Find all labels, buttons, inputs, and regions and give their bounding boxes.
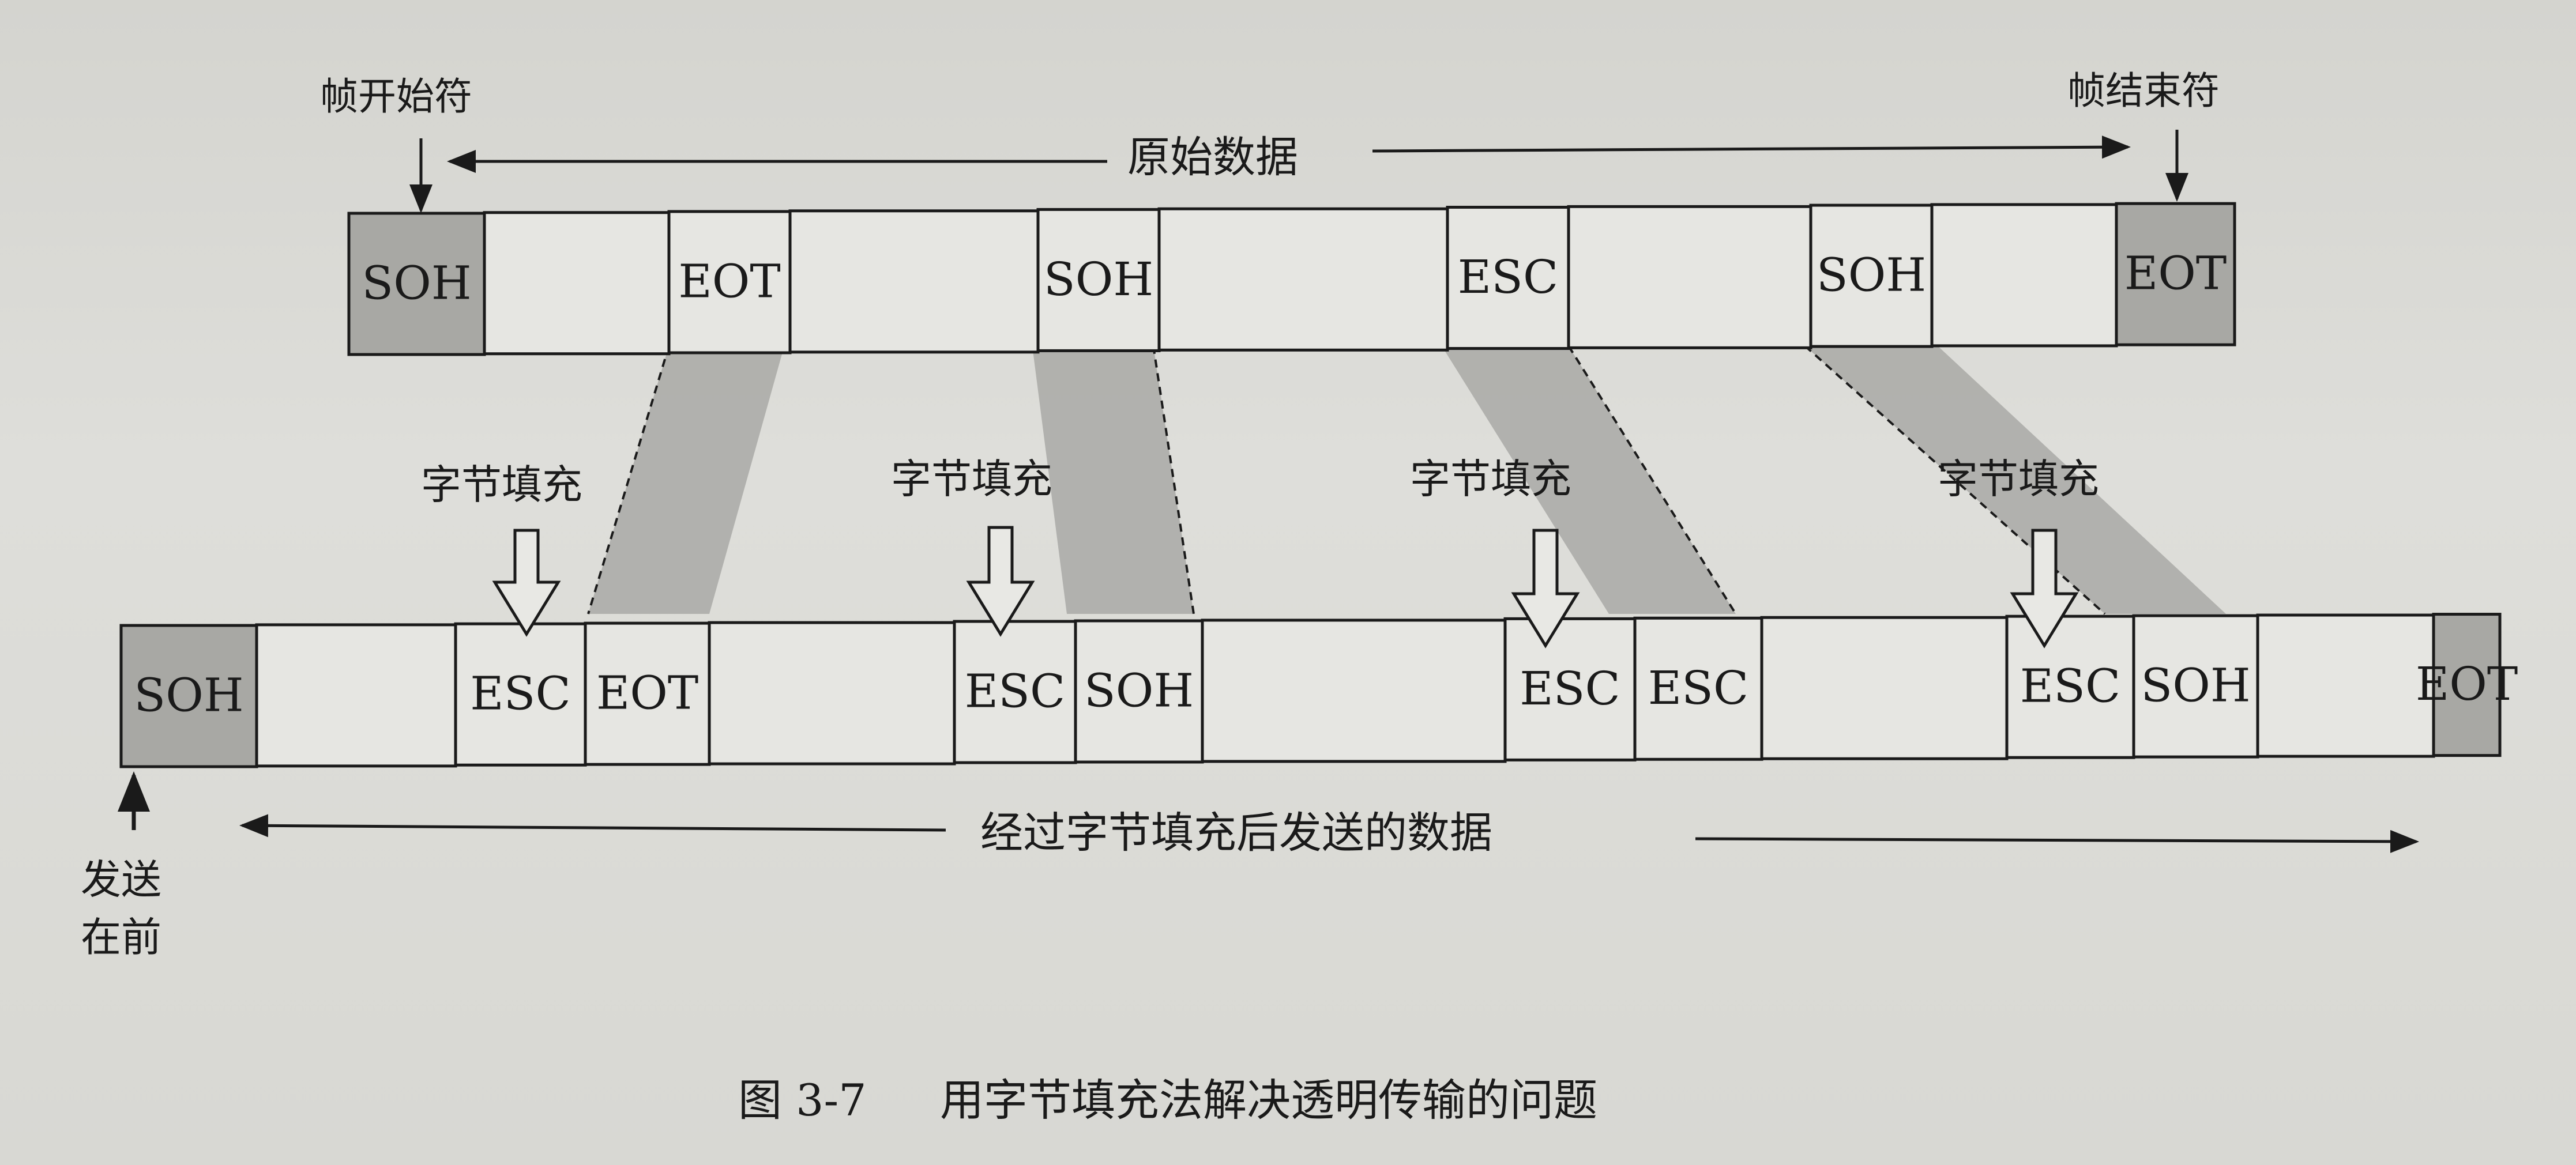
down-arrow-icon xyxy=(1511,529,1580,649)
top_frame-cell-label: EOT xyxy=(678,254,780,308)
sent-data-arrow-right xyxy=(1695,830,2419,853)
top_frame-cell-label: SOH xyxy=(1817,248,1926,302)
bottom_frame-cell xyxy=(454,622,587,767)
figure-number: 图 3-7 xyxy=(738,1074,867,1126)
bottom_frame-start-cell xyxy=(119,624,258,768)
bottom_frame-cell-label: ESC xyxy=(2020,659,2120,713)
original-data-label: 原始数据 xyxy=(1127,133,1298,182)
top_frame-cell xyxy=(667,210,792,355)
bottom_frame-cell-label: ESC xyxy=(470,667,570,721)
band-esc xyxy=(1442,346,1736,614)
figure-title: 用字节填充法解决透明传输的问题 xyxy=(940,1074,1597,1126)
original-frame: SOH EOT SOH ESC SOH EOT xyxy=(347,202,2236,356)
frame-start-label: 帧开始符 xyxy=(320,74,472,119)
bottom_frame-cell-label: ESC xyxy=(1520,662,1620,715)
bottom_frame-cell xyxy=(255,623,457,768)
byte-stuffing-label-4: 字节填充 xyxy=(1938,455,2099,503)
down-arrow-icon xyxy=(492,529,561,637)
band-esc-edge xyxy=(1567,345,1737,615)
bottom_frame-cell-label: SOH xyxy=(2141,659,2250,712)
down-arrow-icon xyxy=(966,526,1035,637)
send-first-label-line2: 在前 xyxy=(81,914,161,961)
byte-stuffing-label-3: 字节填充 xyxy=(1410,455,1571,503)
send-first-label-line1: 发送 xyxy=(81,856,161,903)
top_frame-end-cell xyxy=(2115,202,2236,346)
top_frame-cell-label: SOH xyxy=(1044,252,1153,306)
top_frame-cell-label: EOT xyxy=(2124,247,2227,300)
bottom_frame-cell xyxy=(953,620,1077,764)
bottom_frame-cell xyxy=(1201,619,1507,763)
bottom_frame-cell xyxy=(1074,619,1204,764)
byte-stuffing-label-2: 字节填充 xyxy=(891,455,1052,503)
top_frame-cell xyxy=(1157,207,1449,352)
top_frame-cell xyxy=(1809,203,1934,348)
bottom_frame-cell xyxy=(708,621,956,766)
top_frame-cell-label: ESC xyxy=(1458,250,1558,304)
top_frame-start-cell xyxy=(347,212,486,356)
band-soh-2 xyxy=(1805,346,2226,614)
down-arrow-icon xyxy=(2010,529,2079,649)
top_frame-cell xyxy=(1446,206,1570,350)
bottom_frame-cell-label: ESC xyxy=(965,664,1065,718)
byte-stuffing-label-1: 字节填充 xyxy=(421,461,582,508)
byte-stuffing-arrows xyxy=(492,526,2079,649)
byte-stuffing-labels: 字节填充 字节填充 字节填充 字节填充 xyxy=(421,455,2099,508)
top_frame-cell xyxy=(1036,208,1161,352)
stuffed-frame: SOH ESC EOT ESC SOH ESC ESC ESC SOH EOT xyxy=(119,613,2518,768)
frame-end-label: 帧结束符 xyxy=(2067,69,2220,113)
bottom_frame-cell xyxy=(1633,616,1763,761)
bottom_frame-cell-label: SOH xyxy=(134,669,243,722)
bottom_frame-cell xyxy=(2256,613,2435,758)
sent-data-label: 经过字节填充后发送的数据 xyxy=(980,808,1492,858)
band-eot-edge xyxy=(587,345,670,614)
top_frame-cell xyxy=(1930,203,2118,348)
top_frame-cell xyxy=(788,209,1040,354)
bottom_frame-cell xyxy=(2005,614,2135,759)
top_frame-cell xyxy=(483,211,671,356)
top_frame-cell xyxy=(1567,205,1812,349)
bottom_frame-cell xyxy=(2132,614,2259,759)
band-soh xyxy=(1032,346,1194,614)
bottom_frame-cell-label: EOT xyxy=(596,666,698,720)
bottom_frame-cell xyxy=(584,621,711,766)
bottom_frame-cell-label: EOT xyxy=(2416,657,2518,711)
mapping-bands xyxy=(587,345,2226,615)
band-soh-edge xyxy=(1152,345,1195,614)
original-data-arrow-right xyxy=(1372,135,2131,159)
bottom_frame-cell-label: ESC xyxy=(1648,661,1748,715)
bottom_frame-cell xyxy=(1760,616,2009,760)
sent-data-arrow-left xyxy=(239,814,946,838)
bottom_frame-cell-label: SOH xyxy=(1084,663,1194,717)
bottom_frame-cell xyxy=(1503,617,1637,761)
band-eot xyxy=(588,346,784,614)
bottom_frame-end-cell xyxy=(2432,613,2502,757)
top_frame-cell-label: SOH xyxy=(362,257,471,310)
